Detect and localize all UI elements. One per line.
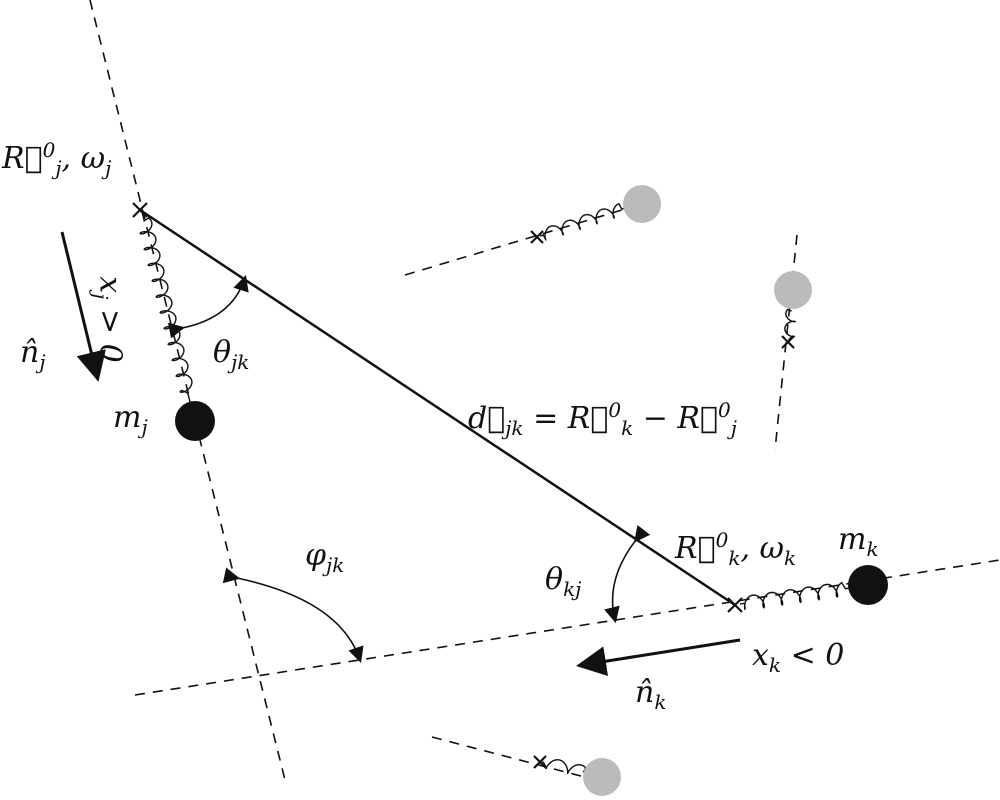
ghost-mass-2 bbox=[774, 271, 812, 309]
label-n-j: n̂j bbox=[20, 335, 46, 374]
ghost-mass-3 bbox=[583, 758, 621, 796]
equilibrium-crosses bbox=[132, 202, 795, 769]
spring-j bbox=[139, 211, 193, 403]
mass-k bbox=[848, 565, 888, 605]
arrow-n-k bbox=[576, 638, 741, 677]
spring-k bbox=[739, 581, 851, 611]
label-R-k-omega-k: R⃗0k, ωk bbox=[675, 528, 797, 570]
label-x-k: xk < 0 bbox=[752, 638, 845, 677]
label-theta-jk: θjk bbox=[213, 335, 250, 374]
label-R-j-omega-j: R⃗0j, ωj bbox=[2, 138, 112, 180]
label-phi-jk: φjk bbox=[305, 538, 345, 577]
spring-bg-3 bbox=[541, 758, 587, 775]
label-d-jk-equation: d⃗jk = R⃗0k − R⃗0j bbox=[468, 398, 737, 440]
mass-j bbox=[175, 401, 215, 441]
spring-bg-1 bbox=[539, 202, 626, 241]
label-x-j: xj > 0 bbox=[88, 276, 128, 363]
arrow-n-j bbox=[60, 231, 106, 382]
springs bbox=[139, 202, 851, 775]
angle-arc-theta-kj bbox=[604, 524, 651, 624]
label-m-k: mk bbox=[838, 522, 879, 561]
angle-arc-phi-jk bbox=[222, 567, 364, 664]
label-theta-kj: θkj bbox=[545, 562, 582, 601]
label-m-j: mj bbox=[113, 400, 148, 439]
ghost-mass-1 bbox=[623, 185, 661, 223]
angle-arc-theta-jk bbox=[167, 274, 249, 339]
label-n-k: n̂k bbox=[635, 675, 667, 714]
bg-axis-3 bbox=[431, 736, 616, 786]
bg-axis-1 bbox=[404, 197, 663, 276]
spring-bg-2 bbox=[784, 308, 797, 341]
